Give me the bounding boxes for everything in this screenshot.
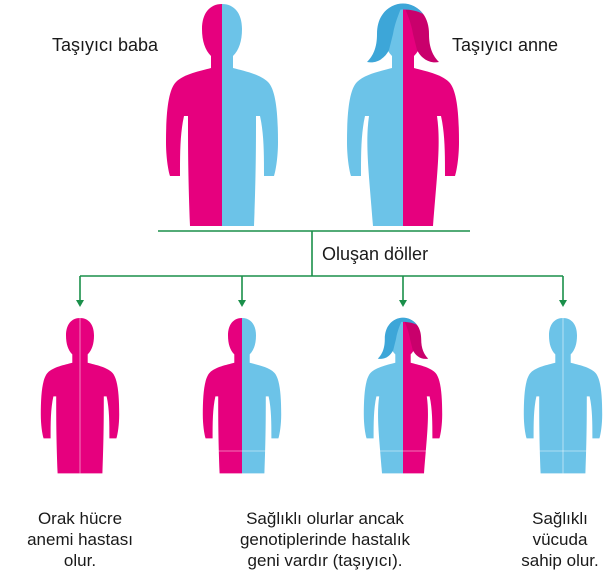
affected-caption: Orak hücre anemi hastası olur. (10, 508, 150, 571)
carrier-mother-label: Taşıyıcı anne (452, 34, 558, 56)
connector-lines (80, 231, 563, 302)
arrowhead-carrier-daughter (399, 300, 407, 307)
healthy-offspring-figure (524, 318, 602, 473)
carrier-caption-line-3: geni vardır (taşıyıcı). (200, 550, 450, 571)
carrier-caption-line-2: genotiplerinde hastalık (200, 529, 450, 550)
carrier-caption: Sağlıklı olurlar ancak genotiplerinde ha… (200, 508, 450, 571)
affected-caption-line-2: anemi hastası (10, 529, 150, 550)
carrier-mother-figure (347, 4, 459, 227)
affected-caption-line-3: olur. (10, 550, 150, 571)
affected-caption-line-1: Orak hücre (10, 508, 150, 529)
arrowhead-affected (76, 300, 84, 307)
arrowhead-healthy (559, 300, 567, 307)
healthy-caption-line-2: vücuda (510, 529, 610, 550)
affected-offspring-figure (41, 318, 119, 473)
arrowhead-carrier-son (238, 300, 246, 307)
carrier-caption-line-1: Sağlıklı olurlar ancak (200, 508, 450, 529)
healthy-caption: Sağlıklı vücuda sahip olur. (510, 508, 610, 571)
healthy-caption-line-3: sahip olur. (510, 550, 610, 571)
carrier-father-label: Taşıyıcı baba (52, 34, 158, 56)
carrier-father-figure (166, 4, 278, 226)
offspring-label: Oluşan döller (322, 243, 428, 265)
carrier-son-figure (203, 318, 281, 473)
healthy-caption-line-1: Sağlıklı (510, 508, 610, 529)
carrier-daughter-figure (364, 318, 442, 474)
arrowheads (76, 300, 567, 307)
